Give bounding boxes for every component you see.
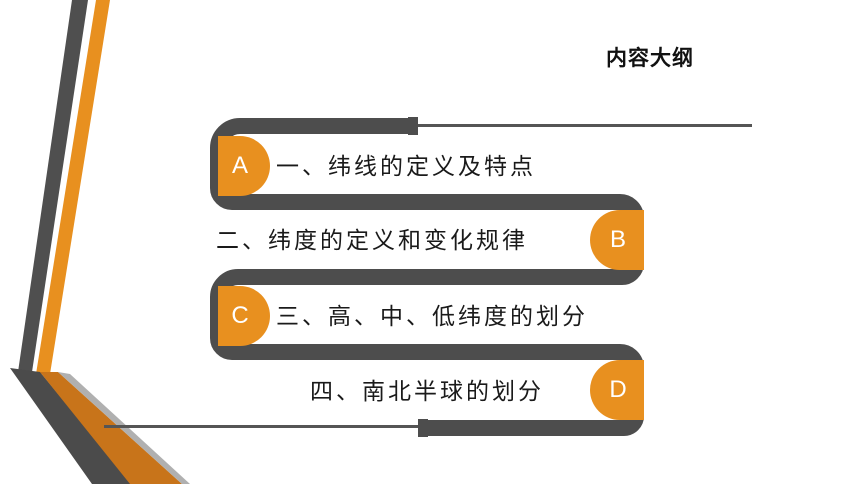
badge-letter-d: D: [609, 376, 627, 403]
badge-d-icon: [590, 360, 644, 420]
badge-b-icon: [590, 210, 644, 270]
page-title: 内容大纲: [606, 46, 694, 70]
badge-a-icon: [218, 136, 270, 196]
outline-item-b: 二、纬度的定义和变化规律: [216, 228, 528, 254]
left-dark-stripe: [18, 0, 88, 372]
bottom-dark-wedge: [10, 368, 132, 484]
left-orange-stripe: [36, 0, 110, 374]
top-rule-line: [418, 124, 752, 127]
badge-c-icon: [218, 286, 270, 346]
outline-item-c: 三、高、中、低纬度的划分: [276, 304, 588, 330]
badge-letter-c: C: [231, 302, 249, 329]
band-end-top: [408, 117, 418, 135]
outline-item-a: 一、纬线的定义及特点: [276, 154, 536, 180]
badge-letter-a: A: [231, 152, 248, 179]
bottom-rule-line: [104, 425, 422, 428]
outline-item-d: 四、南北半球的划分: [310, 379, 544, 405]
band-end-bottom: [418, 419, 428, 437]
badge-letter-b: B: [609, 226, 626, 253]
